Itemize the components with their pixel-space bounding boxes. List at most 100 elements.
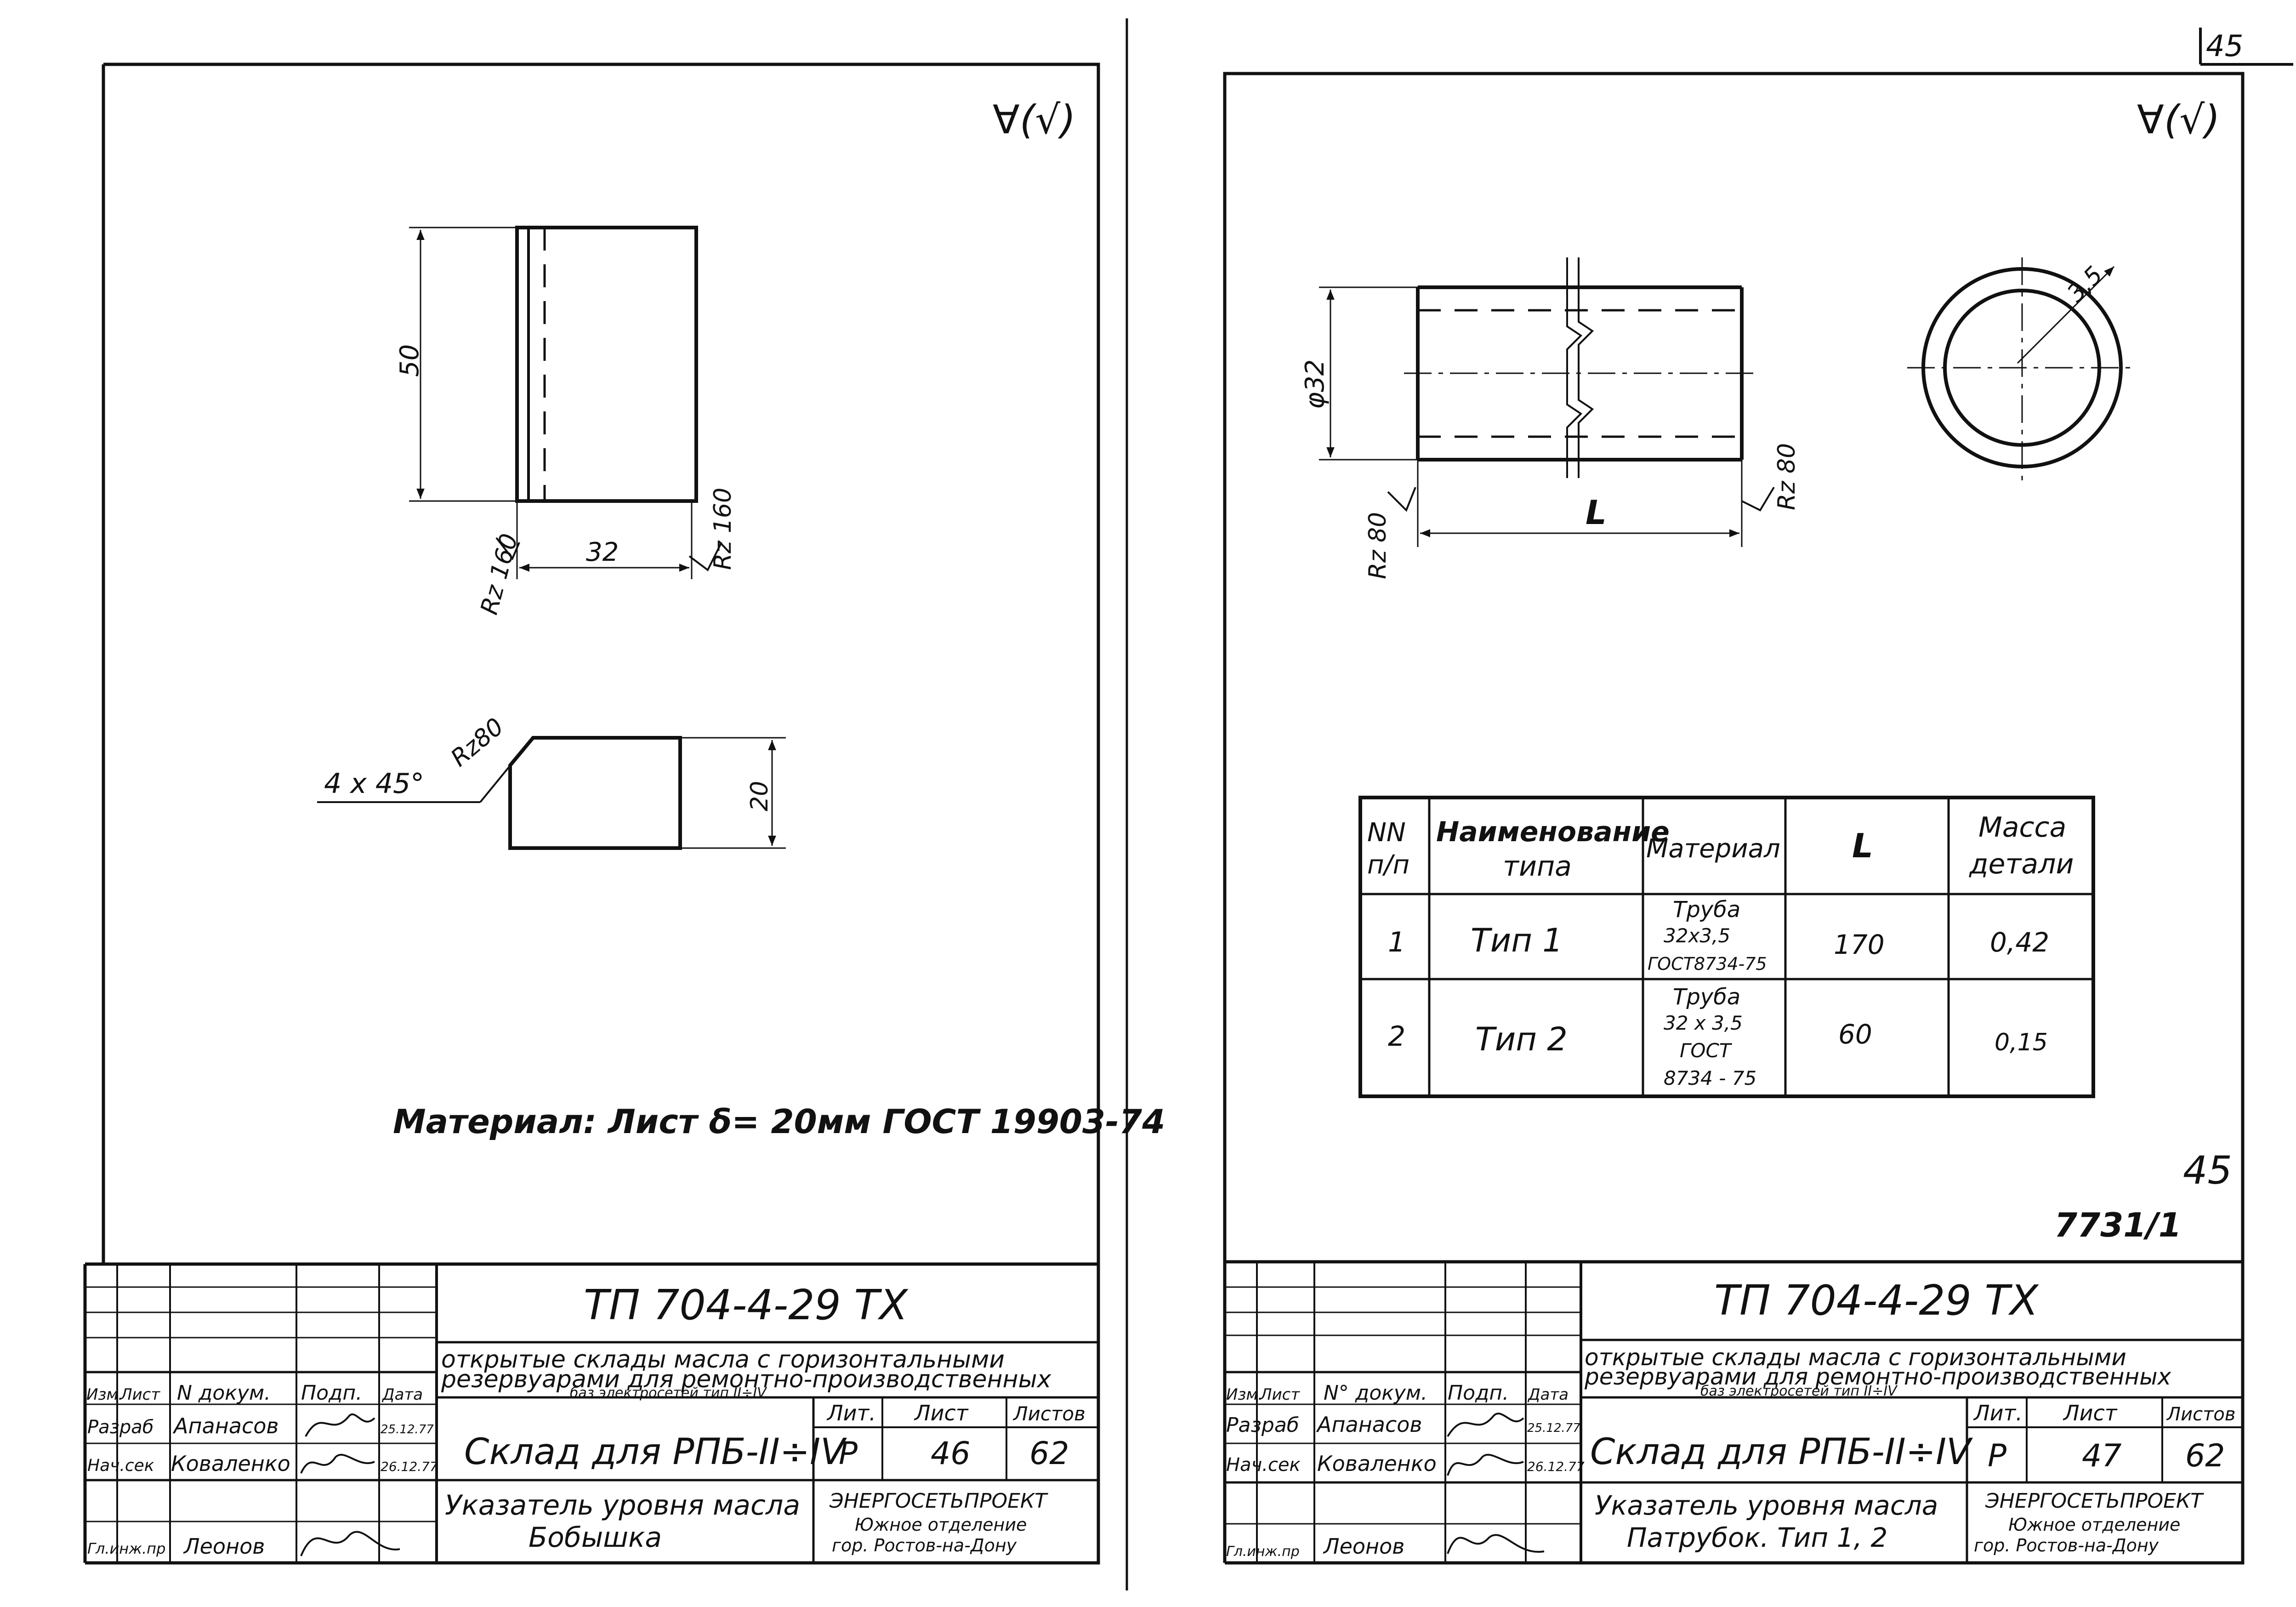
chamfer-height-dimension: 20 bbox=[746, 781, 773, 811]
roughness-mark-left bbox=[1387, 487, 1416, 512]
project-title-line1: открытые склады масла с горизонтальными bbox=[1585, 1344, 2126, 1371]
roughness-left: Rz 160 bbox=[476, 531, 523, 618]
lit-label: Лит. bbox=[1973, 1401, 2023, 1425]
bushing-outline bbox=[515, 226, 698, 503]
sheets-label: Листов bbox=[2166, 1404, 2235, 1425]
sheet-number: 47 bbox=[2082, 1438, 2122, 1474]
tb-role-section-head: Нач.сек bbox=[87, 1456, 154, 1475]
tb-name-section-head: Коваленко bbox=[1317, 1451, 1437, 1476]
break-line-2 bbox=[1578, 257, 1594, 478]
part-title-line1: Указатель уровня масла bbox=[445, 1489, 800, 1522]
spec-cell-length: 170 bbox=[1834, 929, 1885, 960]
spec-header-material: Материал bbox=[1646, 834, 1780, 864]
signature-section-head bbox=[300, 1453, 375, 1474]
tb-role-chief-engineer: Гл.инж.пр bbox=[87, 1540, 165, 1557]
spec-header-mass-line2: детали bbox=[1969, 848, 2074, 880]
doc-code: ТП 704-4-29 ТХ bbox=[584, 1281, 909, 1329]
pipe-end-view: 3,5 bbox=[1907, 257, 2137, 487]
spec-cell-type: Тип 2 bbox=[1475, 1020, 1568, 1058]
tb-role-chief-engineer: Гл.инж.пр bbox=[1226, 1544, 1300, 1560]
sheet-title: Склад для РПБ-II÷IV bbox=[464, 1431, 847, 1473]
org-city: гор. Ростов-на-Дону bbox=[1974, 1535, 2159, 1556]
roughness-mark-left bbox=[495, 537, 520, 560]
roughness-right: Rz 160 bbox=[709, 488, 737, 570]
sheet-title: Склад для РПБ-II÷IV bbox=[1590, 1431, 1973, 1473]
spec-cell-material-line1: Труба bbox=[1673, 984, 1740, 1010]
signature-section-head bbox=[1447, 1453, 1524, 1476]
signature-developer bbox=[1447, 1413, 1524, 1437]
org-branch: Южное отделение bbox=[855, 1515, 1027, 1535]
tb-header-doc: N° докум. bbox=[1324, 1381, 1427, 1405]
tb-name-section-head: Коваленко bbox=[171, 1451, 290, 1476]
tb-header-izm: Изм. bbox=[86, 1385, 123, 1404]
spec-header-length: L bbox=[1852, 826, 1873, 865]
break-line bbox=[1566, 257, 1583, 478]
tb-date-developer: 25.12.77 bbox=[381, 1423, 434, 1436]
roughness-right: Rz 80 bbox=[1773, 443, 1801, 510]
handwritten-page-mark: 45 bbox=[2183, 1148, 2232, 1193]
tb-header-izm: Изм. bbox=[1226, 1385, 1263, 1404]
spec-cell-material-line3: ГОСТ8734-75 bbox=[1648, 954, 1767, 974]
spec-header-mass-line1: Масса bbox=[1978, 811, 2066, 843]
tb-date-developer: 25.12.77 bbox=[1527, 1421, 1580, 1435]
signature-developer bbox=[305, 1413, 375, 1437]
lit-label: Лит. bbox=[826, 1401, 876, 1425]
tb-name-developer: Апанасов bbox=[1316, 1412, 1422, 1437]
wall-leader bbox=[2017, 266, 2115, 364]
tb-header-sign: Подп. bbox=[1448, 1381, 1509, 1405]
tb-date-section-head: 26.12.77 bbox=[381, 1459, 438, 1474]
left-sheet-frame bbox=[85, 63, 1100, 1565]
spec-cell-mass: 0,42 bbox=[1990, 927, 2049, 958]
sheet-label: Лист bbox=[914, 1401, 969, 1425]
pipe-side-view: φ32 L Rz 80 Rz 80 bbox=[1300, 257, 1801, 579]
length-dimension: L bbox=[1586, 493, 1607, 532]
doc-code: ТП 704-4-29 ТХ bbox=[1714, 1276, 2039, 1325]
tb-header-doc: N докум. bbox=[177, 1381, 271, 1405]
spec-header-name-line1: Наименование bbox=[1436, 816, 1670, 848]
wall-thickness-dimension: 3,5 bbox=[2062, 261, 2108, 308]
tb-role-section-head: Нач.сек bbox=[1226, 1454, 1301, 1476]
spec-cell-material-line2: 32х3,5 bbox=[1664, 924, 1730, 947]
corner-page-number: 45 bbox=[2206, 29, 2243, 63]
tb-role-developer: Разраб bbox=[1226, 1413, 1299, 1437]
sheets-total: 62 bbox=[2185, 1438, 2225, 1474]
org-city: гор. Ростов-на-Дону bbox=[832, 1535, 1017, 1556]
width-dimension: 32 bbox=[586, 537, 619, 567]
lit-value: Р bbox=[1988, 1438, 2006, 1474]
sheets-label: Листов bbox=[1012, 1402, 1085, 1425]
roughness-left: Rz 80 bbox=[1364, 512, 1392, 579]
spec-header-number-line1: NN bbox=[1367, 818, 1406, 848]
tb-name-developer: Апанасов bbox=[172, 1413, 279, 1438]
spec-header-number-line2: п/п bbox=[1367, 850, 1409, 880]
tb-header-date: Дата bbox=[381, 1385, 423, 1404]
signature-chief-engineer bbox=[1447, 1534, 1545, 1554]
project-title-line2: резервуарами для ремонтно-производственн… bbox=[441, 1366, 1052, 1393]
title-block: ТП 704-4-29 ТХ открытые склады масла с г… bbox=[83, 1262, 1098, 1563]
lit-value: Р bbox=[839, 1436, 858, 1472]
sheet-label: Лист bbox=[2063, 1401, 2118, 1425]
sheets-total: 62 bbox=[1029, 1436, 1069, 1472]
part-title-line2: Бобышка bbox=[529, 1522, 662, 1554]
bushing-view: 50 32 Rz 160 Rz 160 bbox=[395, 226, 737, 618]
spec-cell-number: 2 bbox=[1388, 1020, 1405, 1053]
surface-symbol: ∀(√) bbox=[2137, 97, 2220, 143]
spec-cell-material-line1: Труба bbox=[1673, 897, 1740, 923]
project-title-line3: баз электросетей тип II÷IV bbox=[570, 1385, 767, 1401]
roughness-mark-right bbox=[1741, 486, 1775, 512]
right-sheet-frame bbox=[1223, 72, 2245, 1565]
org-name: ЭНЕРГОСЕТЬПРОЕКТ bbox=[829, 1489, 1048, 1513]
tb-name-chief-engineer: Леонов bbox=[183, 1534, 265, 1559]
archive-number: 7731/1 bbox=[2054, 1206, 2182, 1244]
diameter-dimension: φ32 bbox=[1300, 359, 1330, 409]
spec-cell-length: 60 bbox=[1838, 1019, 1872, 1050]
surface-symbol: ∀(√) bbox=[993, 97, 1076, 143]
spec-cell-mass: 0,15 bbox=[1995, 1029, 2048, 1056]
org-branch: Южное отделение bbox=[2008, 1515, 2180, 1535]
title-block: ТП 704-4-29 ТХ открытые склады масла с г… bbox=[1225, 1260, 2243, 1563]
project-title-line2: резервуарами для ремонтно-производственн… bbox=[1584, 1363, 2171, 1390]
tb-date-section-head: 26.12.77 bbox=[1527, 1459, 1585, 1474]
spec-cell-material-line2: 32 х 3,5 bbox=[1664, 1012, 1743, 1034]
tb-header-date: Дата bbox=[1527, 1385, 1569, 1404]
tb-header-sign: Подп. bbox=[301, 1381, 362, 1405]
org-name: ЭНЕРГОСЕТЬПРОЕКТ bbox=[1985, 1489, 2204, 1513]
